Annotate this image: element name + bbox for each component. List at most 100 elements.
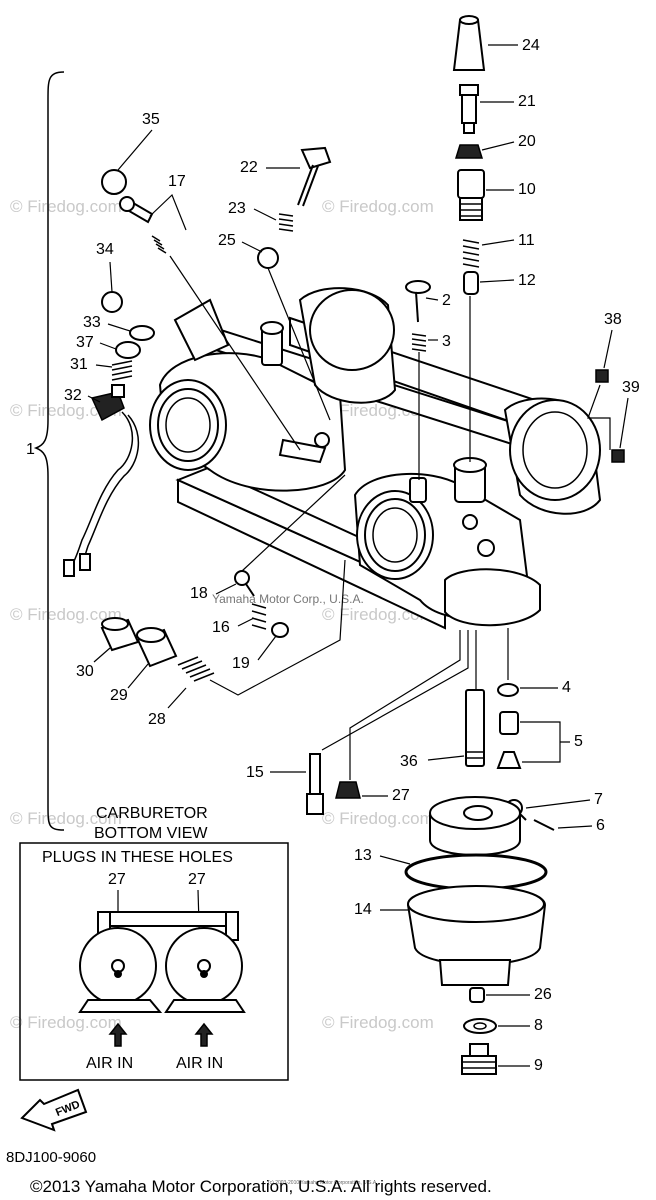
callout-34: 34 — [96, 241, 114, 258]
part-24-cap — [452, 19, 486, 71]
air-in-left: AIR IN — [86, 1055, 133, 1072]
part-9-drain-plug — [461, 1043, 497, 1075]
plug-callout-left: 27 — [108, 871, 126, 888]
callout-37: 37 — [76, 334, 94, 351]
part-27-plug — [335, 781, 361, 799]
part-3-spring — [411, 333, 427, 352]
callout-21: 21 — [518, 93, 536, 110]
callout-4: 4 — [562, 679, 571, 696]
part-6-pin — [533, 819, 555, 831]
part-31-spring — [111, 360, 133, 381]
callout-6: 6 — [596, 817, 605, 834]
part-29-sleeve — [136, 627, 178, 668]
callout-26: 26 — [534, 986, 552, 1003]
callout-18: 18 — [190, 585, 208, 602]
assembly-bracket — [33, 71, 65, 831]
part-12-plunger — [463, 271, 479, 295]
callout-38: 38 — [604, 311, 622, 328]
callout-23: 23 — [228, 200, 246, 217]
part-39-screw — [611, 449, 625, 463]
callout-17: 17 — [168, 173, 186, 190]
callout-24: 24 — [522, 37, 540, 54]
air-in-right: AIR IN — [176, 1055, 223, 1072]
callout-2: 2 — [442, 292, 451, 309]
copyright-text: ©2013 Yamaha Motor Corporation, U.S.A. A… — [30, 1177, 492, 1196]
callout-9: 9 — [534, 1057, 543, 1074]
watermark-text: © Firedog.com — [322, 197, 434, 216]
watermark-text: © Firedog.com — [10, 401, 122, 420]
part-13-oring — [404, 853, 548, 891]
part-4-washer — [497, 683, 519, 697]
callout-36: 36 — [400, 753, 418, 770]
callout-27: 27 — [392, 787, 410, 804]
part-30-sleeve — [100, 617, 140, 652]
plugs-label: PLUGS IN THESE HOLES — [42, 849, 233, 866]
part-26-screw — [469, 987, 485, 1003]
callout-39: 39 — [622, 379, 640, 396]
callout-30: 30 — [76, 663, 94, 680]
part-33-washer — [129, 325, 155, 341]
callout-25: 25 — [218, 232, 236, 249]
part-16-spring — [251, 603, 267, 630]
callout-33: 33 — [83, 314, 101, 331]
part-14-float-bowl — [406, 885, 547, 986]
callout-12: 12 — [518, 272, 536, 289]
callout-10: 10 — [518, 181, 536, 198]
callout-16: 16 — [212, 619, 230, 636]
part-18-screw — [234, 570, 255, 597]
part-36-needle-jet — [465, 689, 485, 767]
callout-11: 11 — [518, 232, 535, 249]
watermark-text: © Firedog.com — [10, 197, 122, 216]
bottom-view-frame — [19, 842, 289, 1081]
watermark-text: © Firedog.com — [10, 809, 122, 828]
part-15-pilot-jet — [306, 753, 324, 815]
plug-callout-right: 27 — [188, 871, 206, 888]
part-20-nut — [454, 144, 484, 159]
watermark-text: © Firedog.com — [10, 605, 122, 624]
carburetor-body — [149, 287, 602, 630]
watermark-text: © Firedog.com — [322, 1013, 434, 1032]
part-32-sensor — [63, 384, 140, 577]
part-10-body — [457, 169, 485, 221]
watermark-text: © Firedog.com — [10, 1013, 122, 1032]
callout-5: 5 — [574, 733, 583, 750]
part-28-spring — [177, 656, 215, 682]
part-17-screw-spring — [119, 196, 167, 254]
callout-7: 7 — [594, 791, 603, 808]
callout-29: 29 — [110, 687, 128, 704]
watermark-center-text: Yamaha Motor Corp., U.S.A. — [212, 592, 364, 606]
callout-8: 8 — [534, 1017, 543, 1034]
callout-22: 22 — [240, 159, 258, 176]
part-11-spring — [462, 239, 480, 268]
callout-15: 15 — [246, 764, 264, 781]
watermark-text: © Firedog.com — [322, 809, 434, 828]
callout-20: 20 — [518, 133, 536, 150]
part-13-float — [429, 796, 521, 856]
fwd-arrow: FWD — [20, 1088, 88, 1132]
part-21-plunger — [459, 84, 479, 134]
part-19-oring — [271, 622, 289, 638]
callout-32: 32 — [64, 387, 82, 404]
callout-3: 3 — [442, 333, 451, 350]
bottom-view-title-line1: CARBURETOR — [96, 805, 208, 822]
part-37-oring — [115, 341, 141, 359]
part-34-plug — [101, 291, 123, 313]
part-38-screw — [595, 369, 609, 383]
part-22-screw — [297, 146, 332, 207]
callout-35: 35 — [142, 111, 160, 128]
part-23-spring — [278, 213, 294, 232]
diagram-code: 8DJ100-9060 — [6, 1149, 96, 1166]
part-35-cap — [101, 169, 127, 195]
callout-31: 31 — [70, 356, 88, 373]
watermark-group: © Firedog.com © Firedog.com © Firedog.co… — [10, 197, 434, 1032]
callout-28: 28 — [148, 711, 166, 728]
bottom-view-inset: CARBURETOR BOTTOM VIEW PLUGS IN THESE HO… — [19, 805, 289, 1081]
small-copyright: (c) 2003-2010 Yamaha Motor Corporation, … — [268, 1180, 378, 1186]
callout-13: 13 — [354, 847, 372, 864]
bottom-view-title-line2: BOTTOM VIEW — [94, 825, 208, 842]
callout-14: 14 — [354, 901, 372, 918]
callout-19: 19 — [232, 655, 250, 672]
part-8-washer — [463, 1018, 497, 1034]
part-5-jets — [496, 711, 522, 769]
